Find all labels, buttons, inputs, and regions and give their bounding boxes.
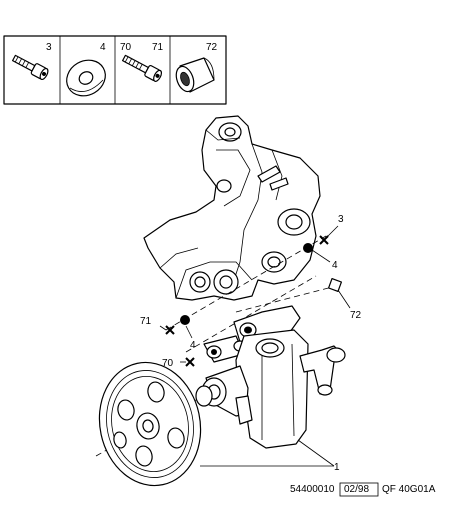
steering-pump [195, 305, 346, 449]
callout-72: 72 [350, 310, 362, 321]
legend-ref-70: 70 [120, 42, 132, 53]
callout-3: 3 [338, 214, 344, 225]
legend-ref-72: 72 [206, 42, 218, 53]
washer-4-lower [180, 315, 190, 325]
date-box [339, 482, 379, 497]
legend-ref-3: 3 [46, 42, 52, 53]
legend-cell-washer-4: 4 [66, 42, 106, 97]
bolt-icon [11, 54, 49, 81]
callout-1: 1 [334, 462, 340, 473]
parts-legend-table: 3 4 70 71 [3, 35, 227, 105]
legend-ref-4: 4 [100, 42, 106, 53]
legend-ref-71: 71 [152, 42, 164, 53]
reference-footer: 54400010 02/98 QF 40G01A [290, 482, 436, 497]
pulley-wheel [98, 361, 202, 487]
reference-date: 02/98 [344, 484, 369, 495]
legend-cell-bolt-3: 3 [11, 42, 52, 81]
washer-4-upper [303, 243, 313, 253]
callout-4-lower: 4 [190, 340, 196, 351]
fixing-parts [165, 235, 343, 367]
plate-code: QF 40G01A [382, 484, 436, 495]
callout-leaders [159, 225, 351, 467]
bushing-icon [175, 57, 215, 93]
washer-icon [66, 59, 106, 97]
callout-71: 71 [140, 316, 152, 327]
bushing-72-marker [327, 277, 343, 293]
callout-4-upper: 4 [332, 260, 338, 271]
callout-70: 70 [162, 358, 174, 369]
bolt-70-marker [185, 357, 195, 367]
legend-cell-bolt-70-71: 70 71 [120, 42, 164, 82]
bolt-icon [121, 54, 163, 82]
mounting-bracket [143, 115, 321, 301]
reference-code: 54400010 [290, 484, 335, 495]
bolt-71-marker [165, 325, 175, 335]
callout-labels: 3 4 72 71 4 70 1 [140, 214, 362, 473]
legend-cell-bushing-72: 72 [175, 42, 218, 93]
